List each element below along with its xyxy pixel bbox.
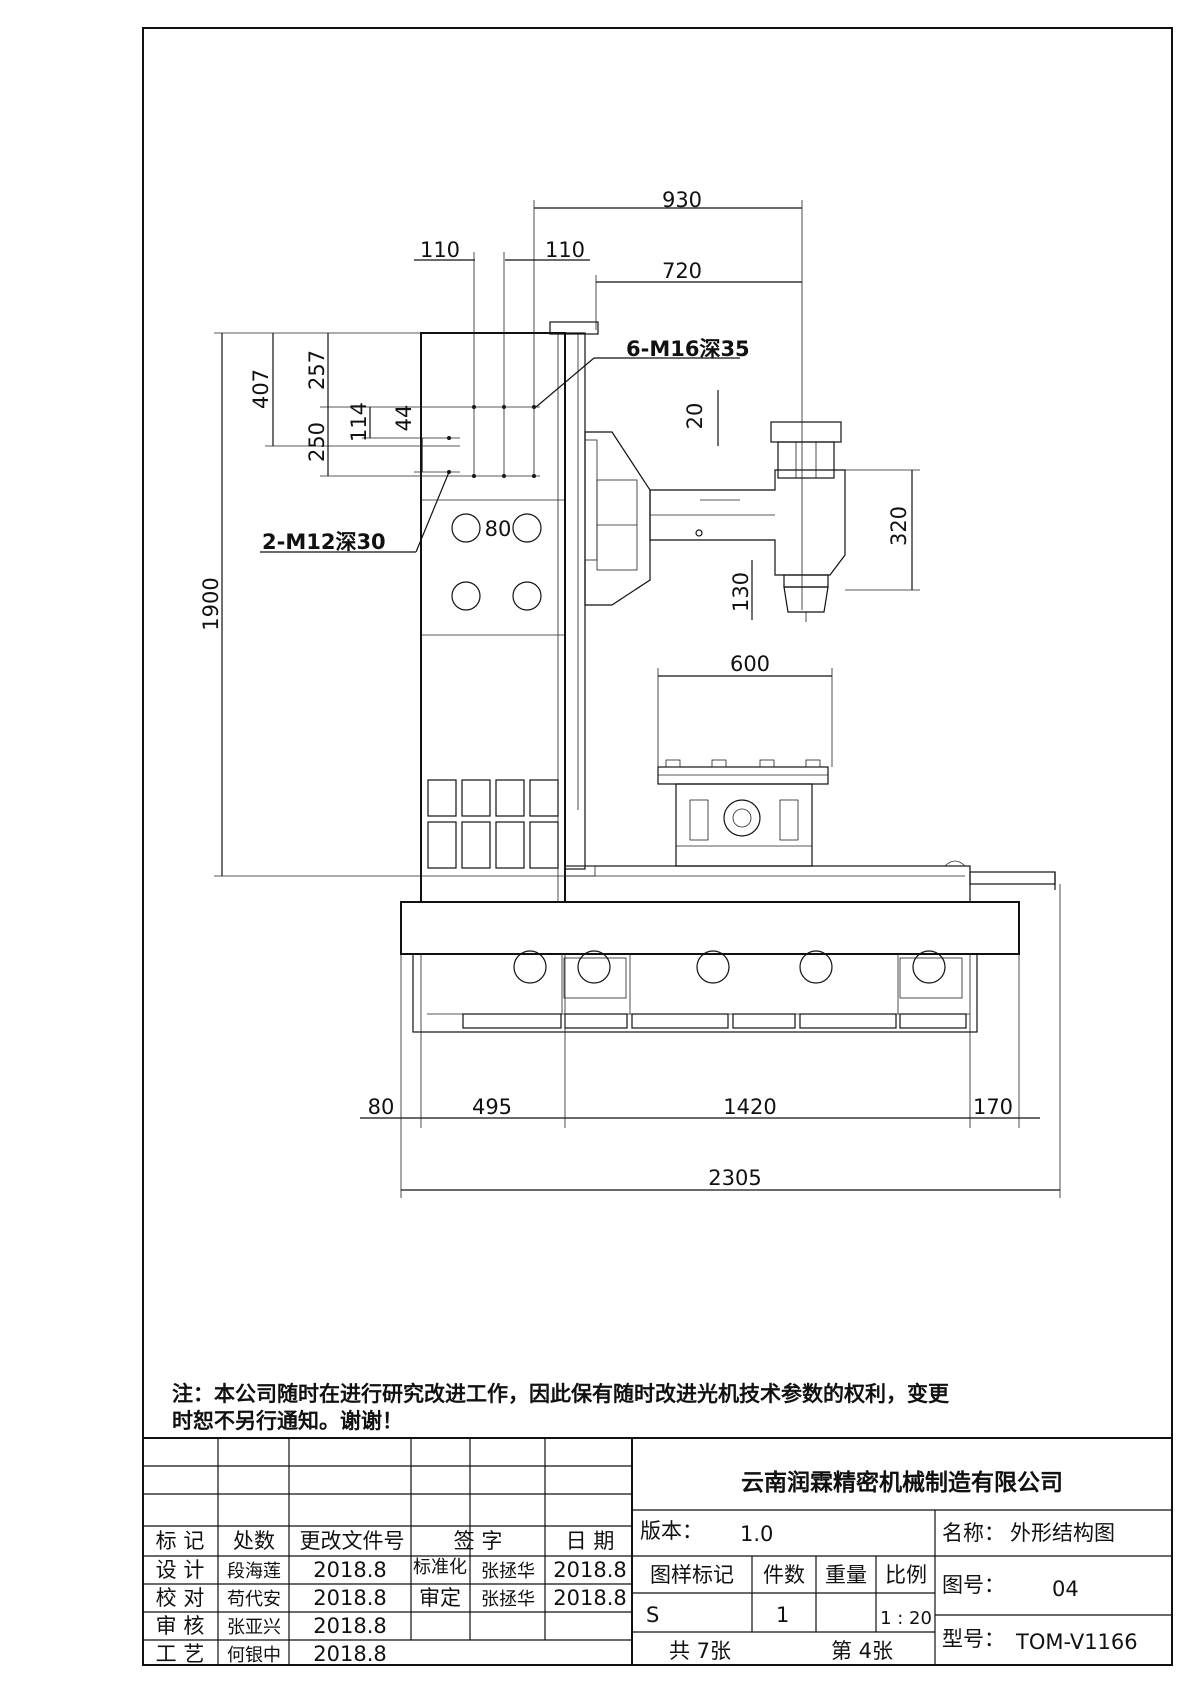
- row-process-date: 2018.8: [313, 1642, 386, 1666]
- pattern-label: 图样标记: [650, 1563, 734, 1587]
- header-date: 日 期: [566, 1529, 615, 1553]
- title-block: [142, 1437, 1173, 1666]
- std-label: 标准化: [413, 1557, 467, 1578]
- total-sheets: 共 7张: [669, 1639, 731, 1663]
- title-block-texts: 云南润霖精密机械制造有限公司 标 记 处数 更改文件号 签 字 日 期 设 计 …: [156, 1469, 1138, 1666]
- header-mark: 标 记: [156, 1529, 205, 1553]
- approve-name: 张拯华: [481, 1589, 535, 1610]
- company-name: 云南润霖精密机械制造有限公司: [741, 1469, 1063, 1496]
- row-check-role: 校 对: [156, 1586, 205, 1610]
- row-review-date: 2018.8: [313, 1614, 386, 1638]
- row-review-role: 审 核: [156, 1614, 205, 1638]
- dim-1900: 1900: [199, 577, 223, 630]
- std-date: 2018.8: [553, 1558, 626, 1582]
- name-label: 名称：: [942, 1521, 1005, 1545]
- scale-label: 比例: [885, 1563, 927, 1587]
- drawing-no-value: 04: [1052, 1577, 1079, 1601]
- machine-drawing: [400, 321, 1056, 1033]
- row-design-role: 设 计: [156, 1558, 205, 1582]
- dim-407: 407: [249, 369, 273, 409]
- version-label: 版本：: [640, 1519, 703, 1543]
- version-value: 1.0: [740, 1522, 773, 1546]
- dim-44: 44: [392, 405, 416, 432]
- dim-170: 170: [973, 1095, 1013, 1119]
- std-name: 张拯华: [481, 1561, 535, 1582]
- column: [420, 332, 566, 903]
- dim-250: 250: [305, 422, 329, 462]
- model-value: TOM-V1166: [1015, 1630, 1138, 1654]
- dim-130: 130: [729, 572, 753, 612]
- callout-m16: 6-M16深35: [626, 337, 750, 361]
- approve-date: 2018.8: [553, 1586, 626, 1610]
- row-check-name: 苟代安: [227, 1589, 281, 1610]
- dim-320: 320: [887, 506, 911, 546]
- row-design-name: 段海莲: [227, 1561, 281, 1582]
- qty-value: 1: [776, 1603, 789, 1627]
- dimension-texts: 930 720 110 110 1900 407 257 250 114 44 …: [199, 188, 1013, 1190]
- row-process-name: 何银中: [227, 1645, 281, 1666]
- model-label: 型号：: [942, 1627, 1005, 1651]
- note-line-2: 时恕不另行通知。谢谢！: [172, 1409, 403, 1433]
- weight-label: 重量: [825, 1563, 867, 1587]
- dim-110-right: 110: [545, 238, 585, 262]
- name-value: 外形结构图: [1010, 1521, 1115, 1545]
- dim-80: 80: [368, 1095, 395, 1119]
- dim-600: 600: [730, 652, 770, 676]
- header-doc: 更改文件号: [300, 1529, 405, 1553]
- scale-value: 1 : 20: [880, 1608, 932, 1629]
- base-bed: [400, 901, 1020, 955]
- drawing-no-label: 图号：: [942, 1573, 1005, 1597]
- dim-257: 257: [305, 350, 329, 390]
- approve-label: 审定: [419, 1586, 461, 1610]
- row-design-date: 2018.8: [313, 1558, 386, 1582]
- dim-495: 495: [472, 1095, 512, 1119]
- row-review-name: 张亚兴: [227, 1617, 281, 1638]
- qty-label: 件数: [763, 1563, 805, 1587]
- dim-1420: 1420: [723, 1095, 776, 1119]
- sheet-number: 第 4张: [831, 1639, 893, 1663]
- row-check-date: 2018.8: [313, 1586, 386, 1610]
- note-line-1: 注：本公司随时在进行研究改进工作，因此保有随时改进光机技术参数的权利，变更: [172, 1382, 950, 1406]
- dimension-lines: [214, 200, 1061, 1198]
- dim-110-left: 110: [420, 238, 460, 262]
- callout-m12: 2-M12深30: [262, 530, 386, 554]
- header-sign: 签 字: [454, 1529, 503, 1553]
- dim-114: 114: [347, 402, 371, 442]
- dim-2305: 2305: [708, 1166, 761, 1190]
- dim-720: 720: [662, 259, 702, 283]
- dim-80-hole: 80: [485, 517, 512, 541]
- header-place: 处数: [233, 1529, 275, 1553]
- dim-20: 20: [683, 403, 707, 430]
- pattern-value: S: [646, 1603, 659, 1627]
- row-process-role: 工 艺: [156, 1642, 205, 1666]
- dim-930: 930: [662, 188, 702, 212]
